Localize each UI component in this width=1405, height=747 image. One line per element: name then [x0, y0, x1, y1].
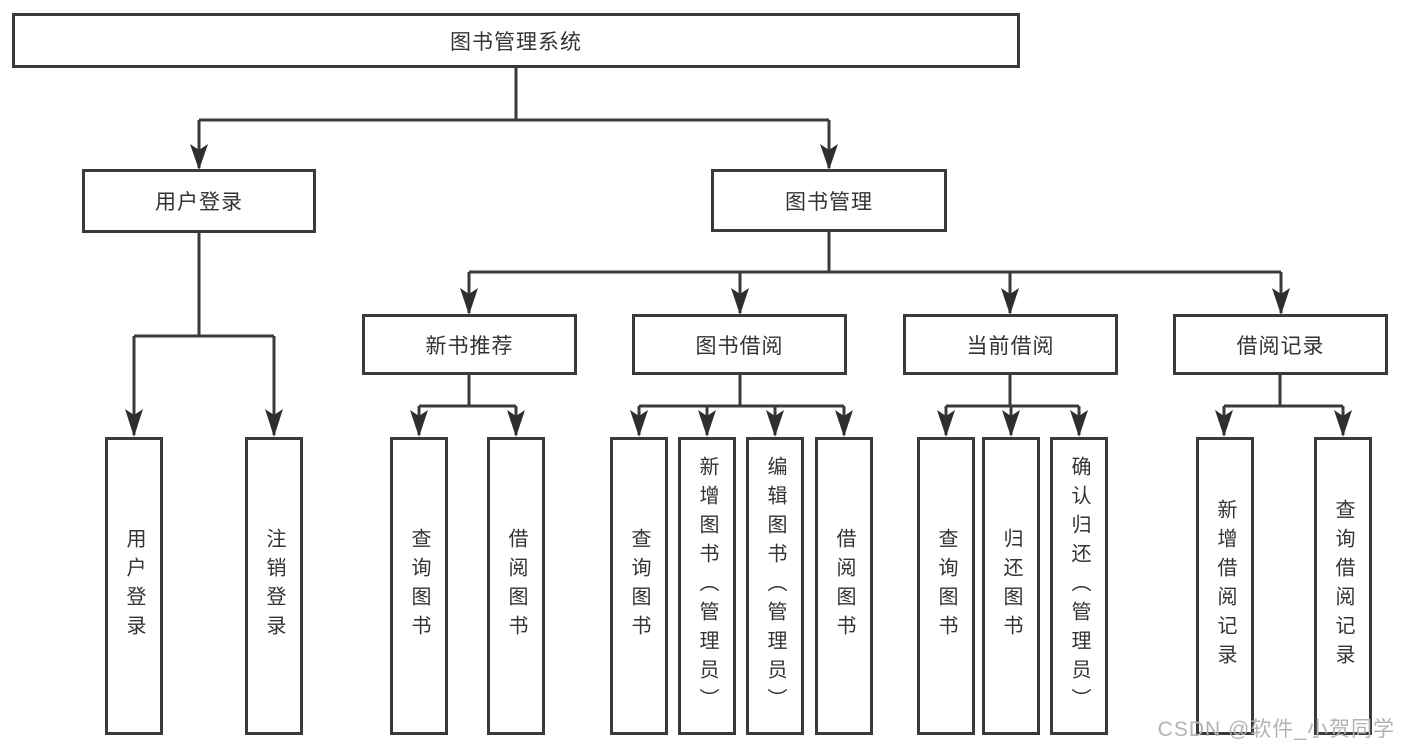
node-book-borrow: 图书借阅	[632, 314, 847, 375]
leaf-confirm-return-admin: 确认归还（管理员）	[1050, 437, 1108, 735]
node-label: 借阅记录	[1236, 334, 1325, 358]
leaf-return-books: 归还图书	[982, 437, 1040, 735]
node-root-system: 图书管理系统	[12, 13, 1020, 68]
node-label: 查询图书	[628, 528, 650, 644]
node-label: 新增图书（管理员）	[696, 455, 718, 717]
leaf-user-login: 用户登录	[105, 437, 163, 735]
csdn-watermark: CSDN @软件_小贺同学	[1157, 718, 1395, 741]
node-label: 确认归还（管理员）	[1068, 455, 1090, 717]
node-label: 用户登录	[155, 191, 243, 214]
node-label: 查询借阅记录	[1332, 499, 1354, 673]
node-label: 编辑图书（管理员）	[764, 455, 786, 717]
node-label: 当前借阅	[966, 334, 1055, 358]
node-book-management: 图书管理	[711, 169, 947, 232]
node-user-login: 用户登录	[82, 169, 316, 233]
node-label: 注销登录	[263, 528, 285, 644]
node-label: 用户登录	[123, 528, 145, 644]
node-borrow-records: 借阅记录	[1173, 314, 1388, 375]
leaf-borrow-books-recommend: 借阅图书	[487, 437, 545, 735]
node-label: 图书管理系统	[450, 30, 582, 54]
leaf-query-borrow-record: 查询借阅记录	[1314, 437, 1372, 735]
node-label: 图书管理	[785, 190, 873, 214]
node-label: 图书借阅	[695, 334, 784, 358]
leaf-add-borrow-record: 新增借阅记录	[1196, 437, 1254, 735]
node-label: 归还图书	[1000, 528, 1022, 644]
node-label: 借阅图书	[505, 528, 527, 644]
leaf-logout: 注销登录	[245, 437, 303, 735]
node-label: 查询图书	[408, 528, 430, 644]
leaf-edit-books-admin: 编辑图书（管理员）	[746, 437, 804, 735]
leaf-query-books-current: 查询图书	[917, 437, 975, 735]
leaf-borrow-books: 借阅图书	[815, 437, 873, 735]
node-label: 查询图书	[935, 528, 957, 644]
leaf-query-books-recommend: 查询图书	[390, 437, 448, 735]
node-label: 借阅图书	[833, 528, 855, 644]
node-label: 新书推荐	[425, 334, 514, 358]
node-new-book-recommend: 新书推荐	[362, 314, 577, 375]
node-label: 新增借阅记录	[1214, 499, 1236, 673]
arrowheads	[125, 144, 1352, 437]
node-current-borrow: 当前借阅	[903, 314, 1118, 375]
leaf-add-books-admin: 新增图书（管理员）	[678, 437, 736, 735]
leaf-query-books-borrow: 查询图书	[610, 437, 668, 735]
